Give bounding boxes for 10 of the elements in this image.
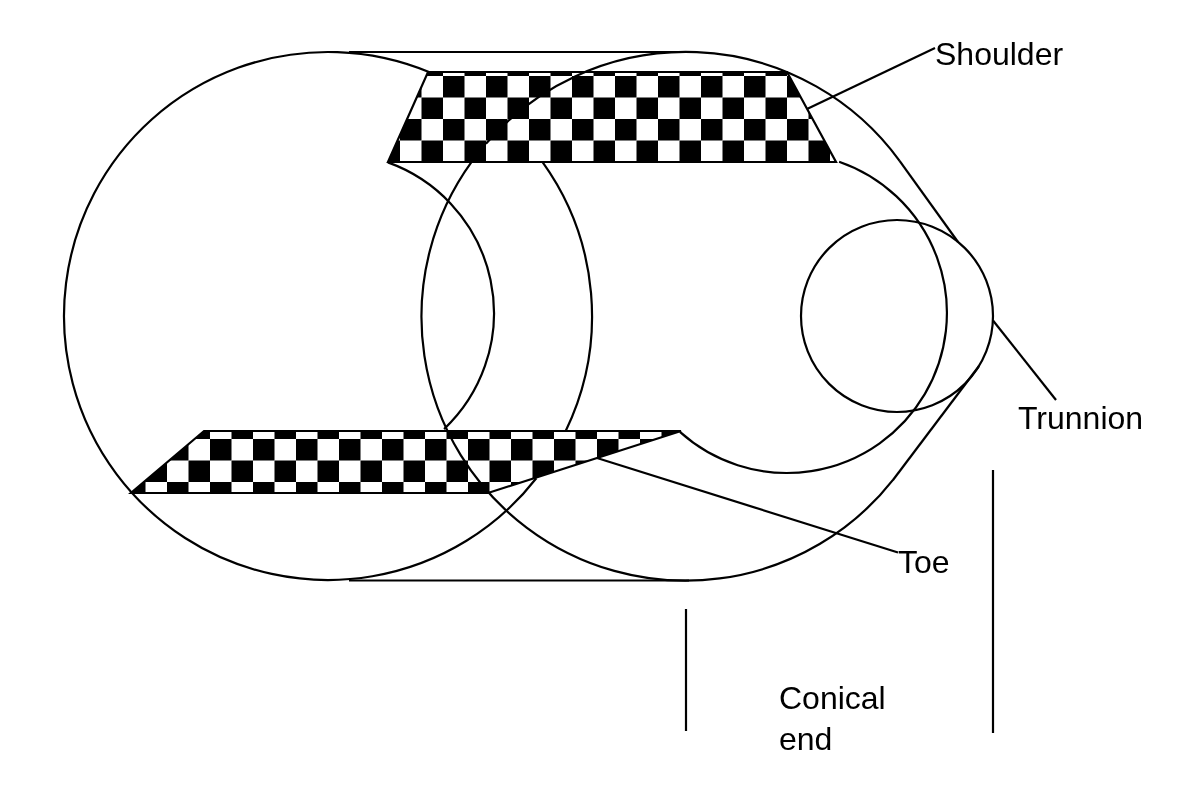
checkered-band bbox=[386, 70, 838, 164]
leader-line bbox=[596, 456, 899, 554]
checkered-band bbox=[128, 429, 683, 495]
trunnion-circle bbox=[799, 218, 995, 414]
part-label: Trunnion bbox=[1018, 400, 1144, 437]
part-label: Toe bbox=[898, 544, 950, 581]
part-label: Shoulder bbox=[935, 36, 1064, 73]
leader-line bbox=[806, 47, 936, 110]
leader-line bbox=[992, 319, 1057, 401]
part-label: Conical end bbox=[779, 679, 887, 759]
